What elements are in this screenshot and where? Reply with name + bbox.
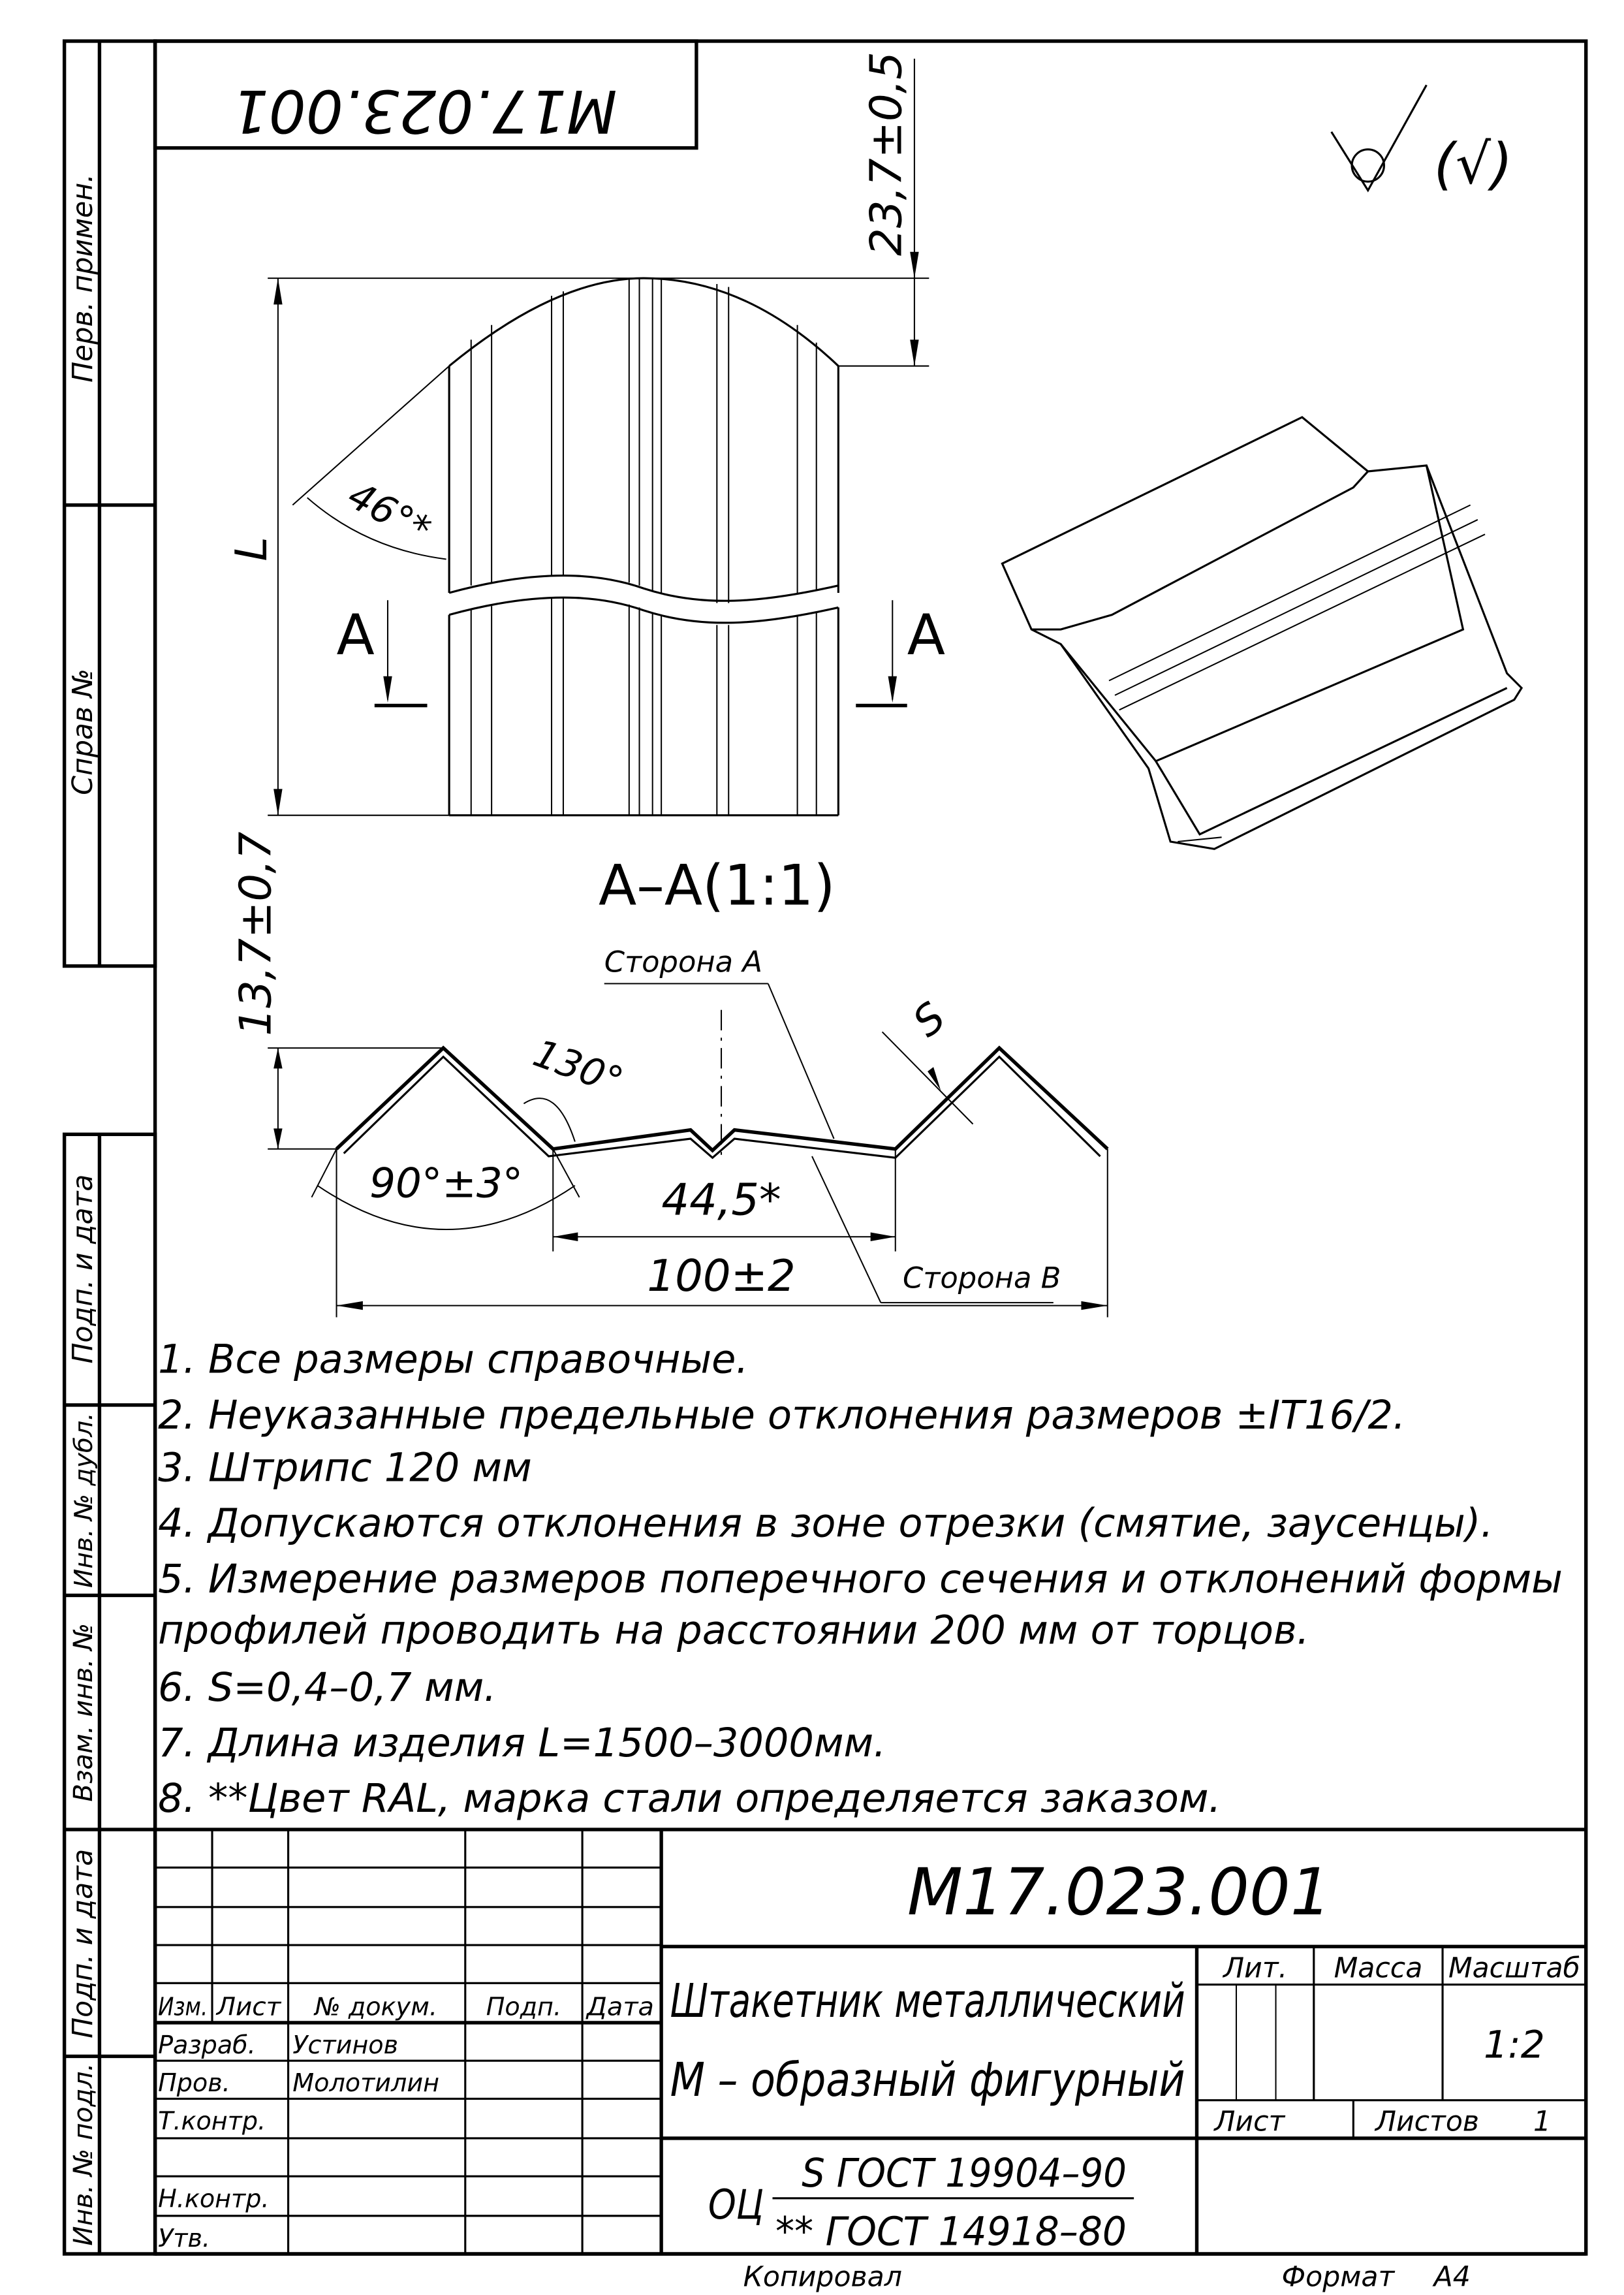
role-prov: Пров.: [158, 2068, 230, 2097]
sheet-label: Лист: [1213, 2106, 1285, 2138]
designation: М17.023.001: [907, 1855, 1332, 1930]
roughness-text: (√): [1434, 132, 1513, 197]
angle-130-label: 130°: [528, 1031, 629, 1104]
angle-90-label: 90°±3°: [369, 1160, 523, 1207]
header-doc: № докум.: [313, 1993, 437, 2021]
note-6: 6. S=0,4–0,7 мм.: [158, 1665, 496, 1711]
profile-section: [335, 1009, 1109, 1160]
note-4: 4. Допускаются отклонения в зоне отрезки…: [158, 1501, 1493, 1547]
side-label-podp1: Подп. и дата: [67, 1175, 99, 1364]
side-label-perv: Перв. примен.: [67, 174, 99, 383]
length-label: L: [226, 537, 277, 561]
product-name-line2: М – образный фигурный: [670, 2052, 1185, 2107]
role-razrab: Разраб.: [158, 2031, 256, 2059]
header-izm: Изм.: [158, 1993, 208, 2021]
width-total-label: 100±2: [647, 1250, 795, 1301]
note-1: 1. Все размеры справочные.: [158, 1337, 749, 1383]
format-label: Формат: [1282, 2260, 1396, 2293]
picket-isometric-view: [1001, 416, 1523, 850]
role-tkontr: Т.контр.: [158, 2107, 266, 2136]
sheets-count: 1: [1533, 2106, 1551, 2138]
side-b-label: Сторона В: [903, 1261, 1061, 1295]
profile-height-label: 13,7±0,7: [230, 832, 281, 1036]
side-label-podp2: Подп. и дата: [67, 1849, 99, 2038]
section-title: А–А(1:1): [599, 853, 835, 918]
top-drawing-number: М17.023.001: [232, 76, 617, 144]
role-nkontr: Н.контр.: [158, 2184, 269, 2213]
role-utv: Утв.: [158, 2224, 210, 2253]
note-2: 2. Неуказанные предельные отклонения раз…: [158, 1393, 1405, 1438]
note-7: 7. Длина изделия L=1500–3000мм.: [158, 1720, 886, 1766]
lit-label: Лит.: [1222, 1952, 1287, 1984]
mass-label: Масса: [1334, 1952, 1423, 1984]
thickness-label: S: [904, 993, 954, 1047]
copied-label: Копировал: [743, 2260, 902, 2293]
note-5-cont: профилей проводить на расстоянии 200 мм …: [158, 1607, 1309, 1653]
technical-notes: 1. Все размеры справочные. 2. Неуказанны…: [158, 1337, 1563, 1822]
scale-label: Масштаб: [1448, 1952, 1580, 1984]
arch-angle-dimension: 46°*: [292, 365, 450, 560]
arch-angle-label: 46°*: [341, 473, 438, 552]
arch-height-dimension: 23,7±0,5: [644, 52, 929, 367]
header-date: Дата: [586, 1993, 654, 2021]
material-top: S ГОСТ 19904–90: [802, 2151, 1127, 2196]
picket-front-view: [448, 277, 839, 817]
section-mark-right: А: [907, 603, 945, 668]
side-label-vzam: Взам. инв. №: [68, 1623, 99, 1802]
sheets-label: Листов: [1374, 2106, 1479, 2138]
title-block: М17.023.001 Изм. Лист № докум. Подп. Дат…: [155, 1828, 1586, 2255]
name-razrab: Устинов: [292, 2031, 398, 2059]
scale-value: 1:2: [1484, 2023, 1545, 2067]
header-list: Лист: [215, 1993, 283, 2021]
product-name-line1: Штакетник металлический: [670, 1973, 1185, 2028]
section-marks: А А: [337, 600, 945, 708]
note-3: 3. Штрипс 120 мм: [158, 1446, 532, 1491]
format-value: А4: [1432, 2260, 1471, 2293]
name-prov: Молотилин: [292, 2068, 439, 2097]
profile-dimensions: 13,7±0,7 130° 90°±3° 44,5* 100±2 S Сторо…: [230, 832, 1108, 1318]
side-strip: Перв. примен. Справ № Подп. и дата Инв. …: [62, 39, 157, 2256]
note-8: 8. **Цвет RAL, марка стали определяется …: [158, 1776, 1221, 1822]
arch-height-label: 23,7±0,5: [861, 52, 912, 256]
roughness-symbol: (√): [1330, 84, 1513, 197]
side-label-inv-podl: Инв. № подл.: [68, 2063, 99, 2246]
section-mark-left: А: [337, 603, 375, 668]
material-prefix: ОЦ: [708, 2181, 764, 2228]
length-dimension: L: [226, 277, 644, 816]
side-a-label: Сторона А: [604, 945, 762, 979]
side-label-inv-dubl: Инв. № дубл.: [69, 1412, 98, 1588]
width-center-label: 44,5*: [661, 1175, 781, 1226]
material-bottom: ** ГОСТ 14918–80: [775, 2209, 1127, 2255]
header-sign: Подп.: [486, 1993, 561, 2021]
top-number-box: [153, 39, 698, 150]
note-5: 5. Измерение размеров поперечного сечени…: [158, 1557, 1563, 1602]
side-label-sprav: Справ №: [67, 669, 99, 795]
